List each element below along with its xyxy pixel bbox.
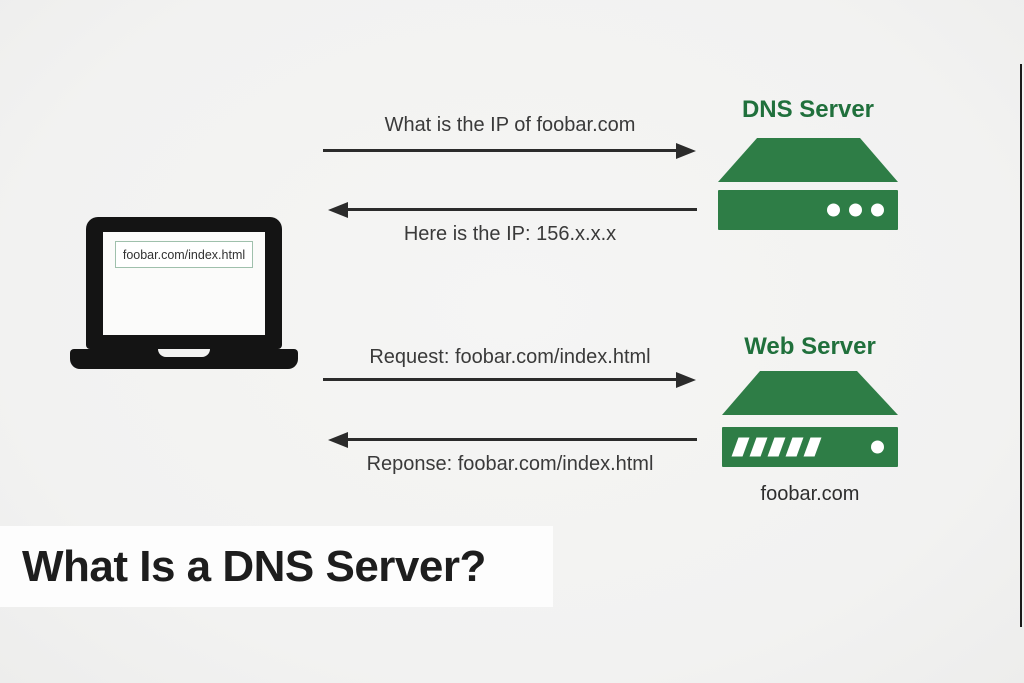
http-response-arrowhead-icon (328, 431, 348, 448)
dns-server-icon-top (718, 138, 898, 182)
right-edge-line (1020, 64, 1022, 627)
web-server-vents-icon (731, 437, 822, 457)
browser-address-bar: foobar.com/index.html (115, 241, 253, 268)
http-request-arrowhead-icon (676, 371, 696, 388)
http-response-arrow-line (347, 438, 697, 441)
web-server-dot-icon (871, 440, 884, 454)
http-request-arrow-line (323, 378, 677, 381)
http-request-label: Request: foobar.com/index.html (369, 346, 651, 368)
http-response-label: Reponse: foobar.com/index.html (366, 453, 654, 475)
browser-url-text: foobar.com/index.html (122, 247, 246, 262)
dot-icon (871, 203, 884, 217)
vent-stripe-icon (803, 437, 822, 457)
web-server-title: Web Server (744, 333, 876, 360)
web-server-icon-body (722, 427, 898, 467)
dot-icon (827, 203, 840, 217)
dns-reply-arrowhead-icon (328, 201, 348, 218)
dns-server-title: DNS Server (741, 96, 875, 123)
web-server-caption: foobar.com (760, 483, 860, 505)
vent-stripe-icon (749, 437, 768, 457)
laptop-screen-display: foobar.com/index.html (103, 232, 265, 335)
dns-server-icon-body (718, 190, 898, 230)
laptop-icon: foobar.com/index.html (86, 217, 282, 349)
laptop-base (70, 349, 298, 369)
dns-reply-arrow-line (347, 208, 697, 211)
title-banner: What Is a DNS Server? (0, 526, 553, 607)
dns-query-label: What is the IP of foobar.com (384, 114, 636, 136)
laptop-notch (158, 349, 210, 357)
dns-reply-label: Here is the IP: 156.x.x.x (403, 223, 617, 245)
vent-stripe-icon (785, 437, 804, 457)
vent-stripe-icon (767, 437, 786, 457)
page-title: What Is a DNS Server? (22, 541, 486, 591)
vent-stripe-icon (731, 437, 750, 457)
web-server-icon-top (722, 371, 898, 415)
dot-icon (849, 203, 862, 217)
dns-server-dots-icon (827, 203, 884, 217)
dns-query-arrow-line (323, 149, 677, 152)
dns-query-arrowhead-icon (676, 142, 696, 159)
